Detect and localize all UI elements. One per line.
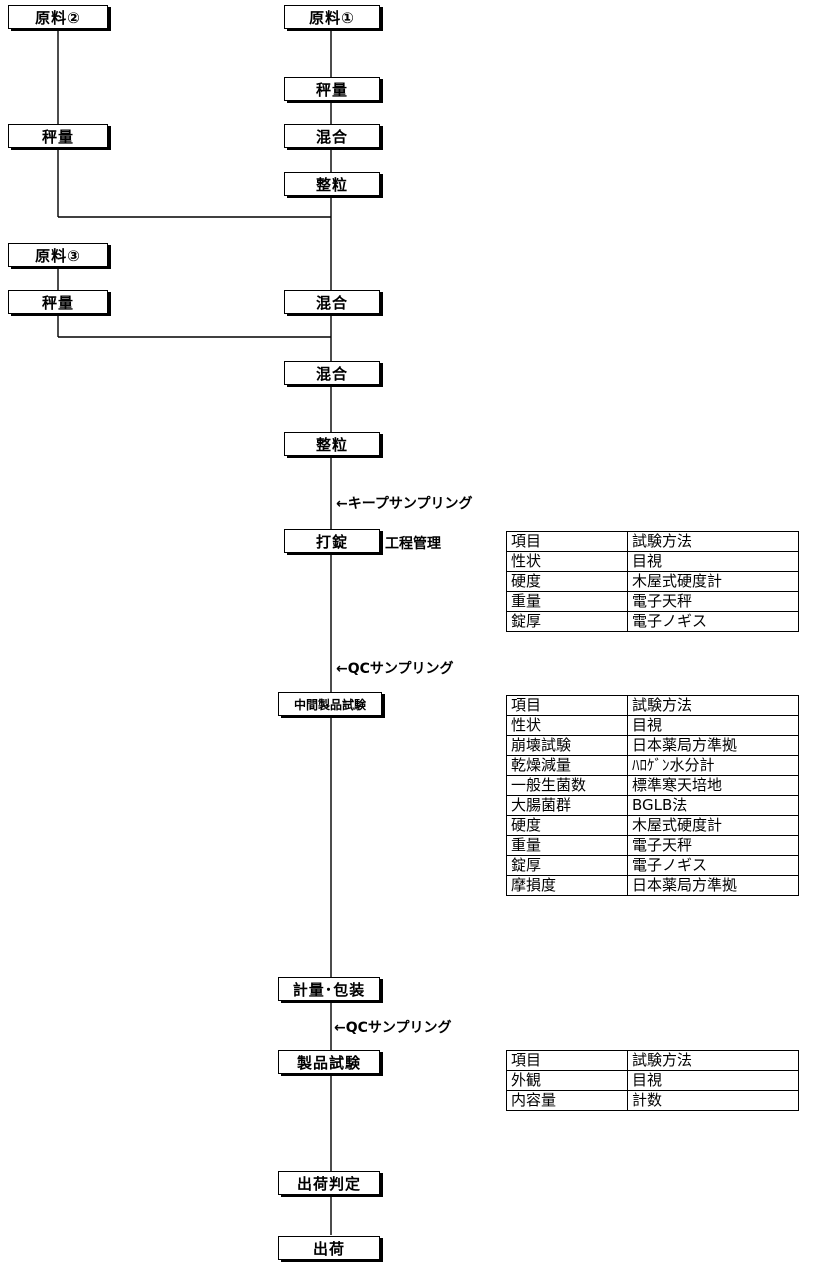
keep-sampling-note: ←キープサンプリング bbox=[336, 496, 473, 512]
table-cell-item: 大腸菌群 bbox=[506, 795, 628, 816]
table-row: 錠厚 電子ノギス bbox=[506, 855, 799, 876]
table-header-method: 試験方法 bbox=[627, 1050, 799, 1071]
table-cell-item: 錠厚 bbox=[506, 611, 628, 632]
product-test-box: 製品試験 bbox=[278, 1050, 380, 1074]
table-row: 硬度 木屋式硬度計 bbox=[506, 571, 799, 592]
table-cell-item: 性状 bbox=[506, 551, 628, 572]
table-cell-item: 乾燥減量 bbox=[506, 755, 628, 776]
table-header-row: 項目 試験方法 bbox=[506, 1050, 799, 1071]
table-cell-method: ﾊﾛｹﾞﾝ水分計 bbox=[627, 755, 799, 776]
table-cell-method: 日本薬局方準拠 bbox=[627, 735, 799, 756]
qc-sampling-note-1: ←QCサンプリング bbox=[336, 661, 454, 677]
table-cell-item: 摩損度 bbox=[506, 875, 628, 896]
table-cell-method: 目視 bbox=[627, 1070, 799, 1091]
table-cell-method: BGLB法 bbox=[627, 795, 799, 816]
weigh-m1-box: 秤量 bbox=[284, 77, 380, 101]
table-cell-item: 一般生菌数 bbox=[506, 775, 628, 796]
table-header-item: 項目 bbox=[506, 1050, 628, 1071]
table-row: 重量 電子天秤 bbox=[506, 591, 799, 612]
material3-box: 原料③ bbox=[8, 243, 108, 267]
table-row: 崩壊試験 日本薬局方準拠 bbox=[506, 735, 799, 756]
table-cell-item: 硬度 bbox=[506, 571, 628, 592]
release-decision-box: 出荷判定 bbox=[278, 1171, 380, 1195]
table-header-row: 項目 試験方法 bbox=[506, 695, 799, 716]
table-row: 摩損度 日本薬局方準拠 bbox=[506, 875, 799, 896]
process-control-label: 工程管理 bbox=[385, 536, 441, 552]
table-cell-method: 計数 bbox=[627, 1090, 799, 1111]
table-cell-item: 硬度 bbox=[506, 815, 628, 836]
table-cell-item: 外観 bbox=[506, 1070, 628, 1091]
table-row: 性状 目視 bbox=[506, 715, 799, 736]
material2-box: 原料② bbox=[8, 5, 108, 29]
table-cell-item: 内容量 bbox=[506, 1090, 628, 1111]
table-header-item: 項目 bbox=[506, 695, 628, 716]
table-cell-method: 目視 bbox=[627, 551, 799, 572]
table-cell-item: 重量 bbox=[506, 835, 628, 856]
table-row: 性状 目視 bbox=[506, 551, 799, 572]
process-control-table: 項目 試験方法 性状 目視 硬度 木屋式硬度計 重量 電子天秤 錠厚 電子ノギス bbox=[506, 531, 799, 632]
mix-2-box: 混合 bbox=[284, 290, 380, 314]
product-test-table: 項目 試験方法 外観 目視 内容量 計数 bbox=[506, 1050, 799, 1111]
material1-box: 原料① bbox=[284, 5, 380, 29]
table-header-method: 試験方法 bbox=[627, 531, 799, 552]
mix-3-box: 混合 bbox=[284, 361, 380, 385]
table-row: 乾燥減量 ﾊﾛｹﾞﾝ水分計 bbox=[506, 755, 799, 776]
intermediate-test-box: 中間製品試験 bbox=[278, 692, 382, 716]
shipment-box: 出荷 bbox=[278, 1236, 380, 1260]
table-cell-method: 電子ノギス bbox=[627, 611, 799, 632]
weigh-m2-box: 秤量 bbox=[8, 124, 108, 148]
granulate-2-box: 整粒 bbox=[284, 432, 380, 456]
weigh-m3-box: 秤量 bbox=[8, 290, 108, 314]
table-cell-item: 崩壊試験 bbox=[506, 735, 628, 756]
table-row: 硬度 木屋式硬度計 bbox=[506, 815, 799, 836]
qc-sampling-note-2: ←QCサンプリング bbox=[334, 1020, 452, 1036]
table-row: 錠厚 電子ノギス bbox=[506, 611, 799, 632]
tableting-box: 打錠 bbox=[284, 529, 380, 553]
table-cell-method: 電子ノギス bbox=[627, 855, 799, 876]
table-cell-item: 錠厚 bbox=[506, 855, 628, 876]
table-row: 一般生菌数 標準寒天培地 bbox=[506, 775, 799, 796]
table-cell-item: 重量 bbox=[506, 591, 628, 612]
table-cell-method: 木屋式硬度計 bbox=[627, 571, 799, 592]
table-row: 外観 目視 bbox=[506, 1070, 799, 1091]
table-row: 内容量 計数 bbox=[506, 1090, 799, 1111]
mix-1-box: 混合 bbox=[284, 124, 380, 148]
table-header-item: 項目 bbox=[506, 531, 628, 552]
table-cell-method: 目視 bbox=[627, 715, 799, 736]
table-cell-method: 木屋式硬度計 bbox=[627, 815, 799, 836]
weigh-pack-box: 計量･包装 bbox=[278, 977, 380, 1001]
table-cell-method: 標準寒天培地 bbox=[627, 775, 799, 796]
intermediate-test-table: 項目 試験方法 性状 目視 崩壊試験 日本薬局方準拠 乾燥減量 ﾊﾛｹﾞﾝ水分計… bbox=[506, 695, 799, 896]
table-row: 重量 電子天秤 bbox=[506, 835, 799, 856]
table-header-method: 試験方法 bbox=[627, 695, 799, 716]
table-row: 大腸菌群 BGLB法 bbox=[506, 795, 799, 816]
table-header-row: 項目 試験方法 bbox=[506, 531, 799, 552]
table-cell-method: 電子天秤 bbox=[627, 591, 799, 612]
granulate-1-box: 整粒 bbox=[284, 172, 380, 196]
table-cell-item: 性状 bbox=[506, 715, 628, 736]
table-cell-method: 日本薬局方準拠 bbox=[627, 875, 799, 896]
table-cell-method: 電子天秤 bbox=[627, 835, 799, 856]
